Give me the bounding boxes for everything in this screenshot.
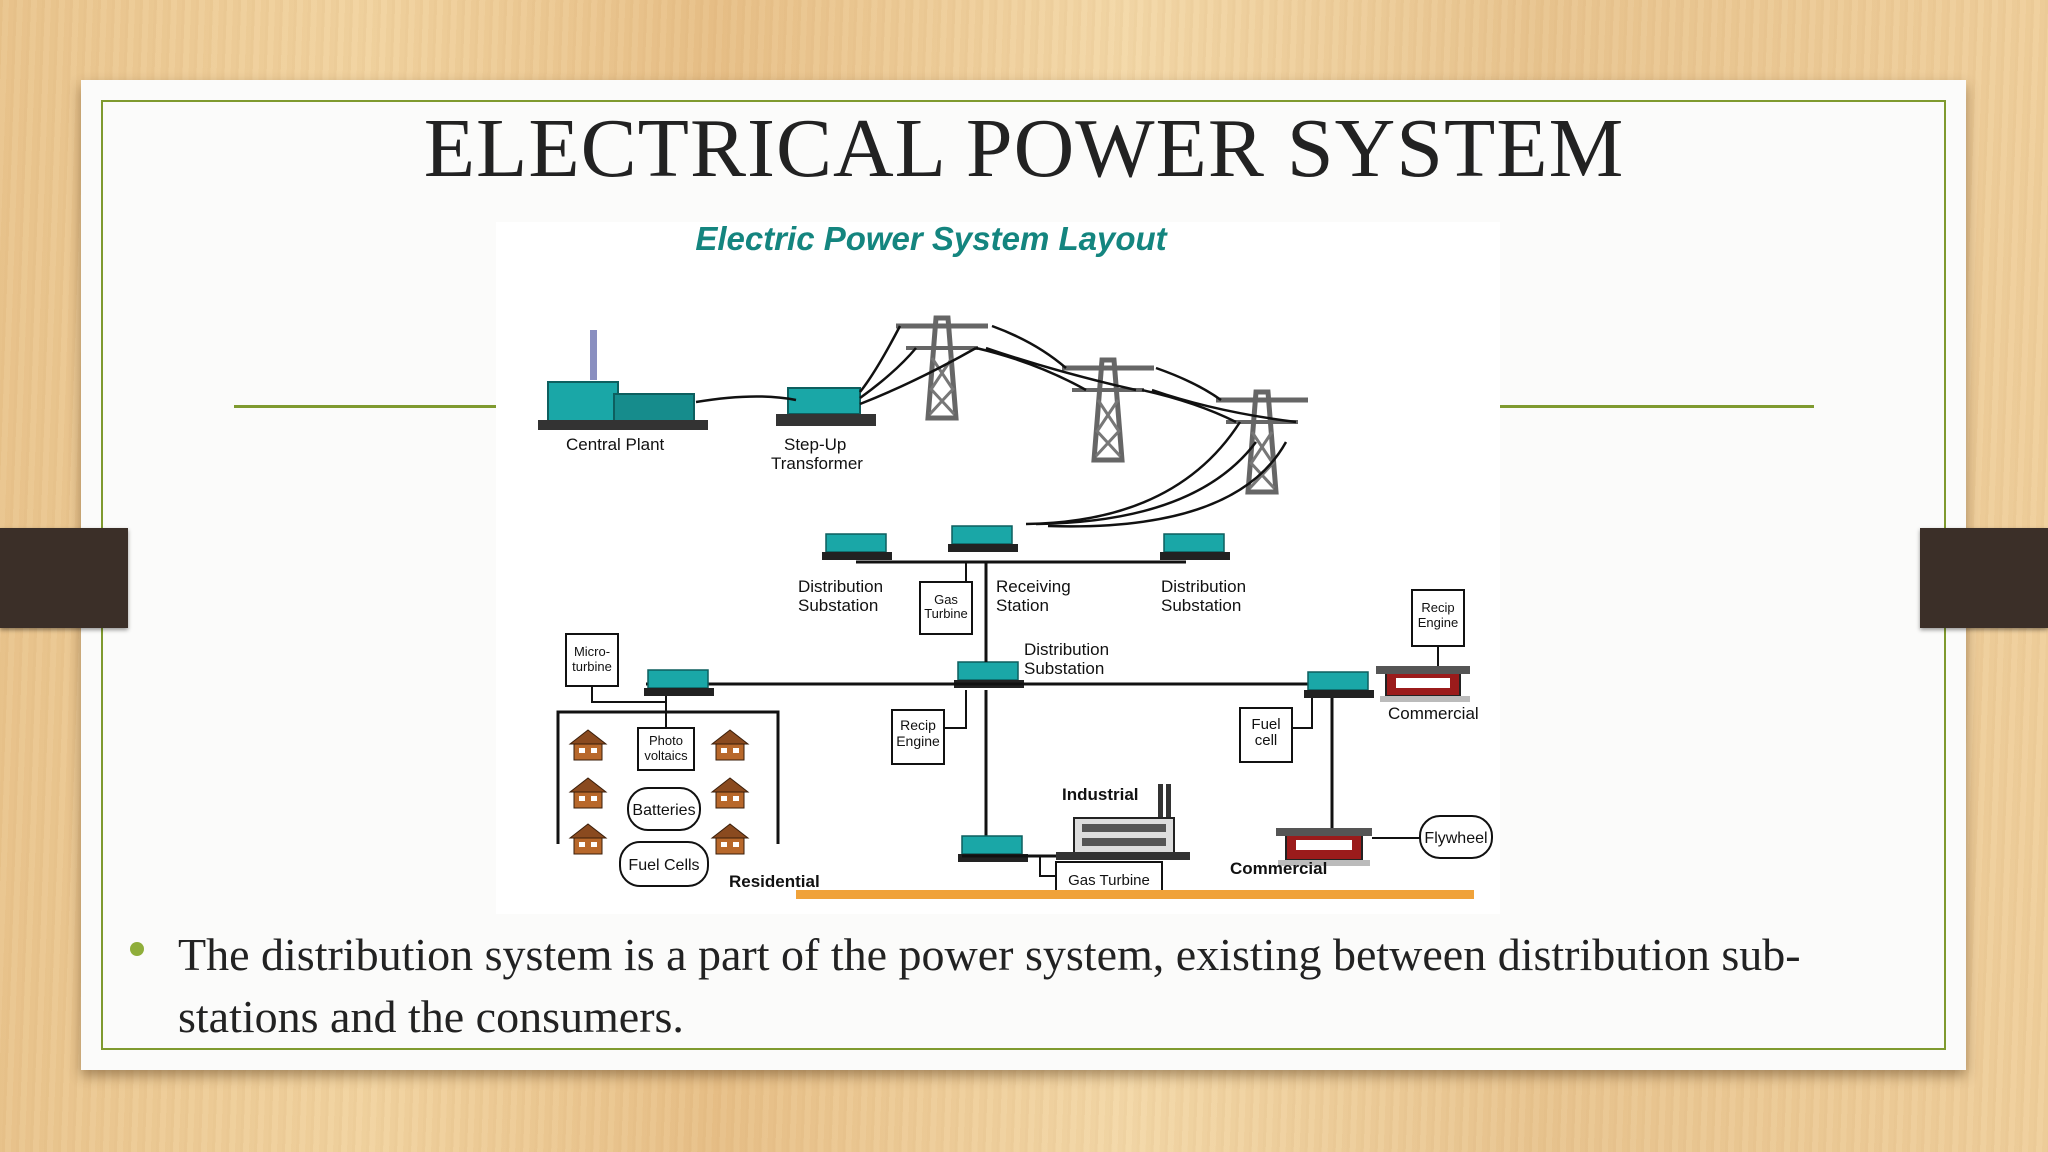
step-up-transformer-icon <box>776 387 876 426</box>
slide-title: ELECTRICAL POWER SYSTEM <box>423 102 1625 195</box>
bullet-text: The distribution system is a part of the… <box>178 929 1801 1042</box>
transmission-tower-icon <box>1216 392 1308 492</box>
microturbine-box <box>565 633 619 687</box>
recip-engine-mid-box <box>891 709 945 765</box>
recip-mid-label-1: Recip <box>900 717 936 733</box>
house-icon <box>711 729 749 761</box>
dist-sub-center-label-2: Substation <box>1024 659 1104 678</box>
fuel-cells-label: Fuel Cells <box>628 857 699 874</box>
fuel-cell-label-2: cell <box>1255 732 1278 749</box>
microturbine-label-1: Micro- <box>574 644 610 659</box>
photovoltaics-label-1: Photo <box>649 733 683 748</box>
power-system-diagram: Electric Power System Layout Central Pla… <box>496 220 1500 914</box>
house-icon <box>569 729 607 761</box>
transmission-lines <box>695 324 1297 528</box>
bullet-dot <box>130 942 144 956</box>
commercial-top-label: Commercial <box>1388 704 1479 723</box>
gas-turbine-small-box <box>919 581 973 635</box>
commercial-bottom-building-icon <box>1276 828 1372 866</box>
receiving-station-icon <box>947 525 1019 553</box>
house-icon <box>569 823 607 855</box>
receiving-label-1: Receiving <box>996 577 1071 596</box>
right-clip <box>1920 528 2048 628</box>
house-icon <box>569 777 607 809</box>
house-icon <box>711 777 749 809</box>
fuel-cell-box <box>1239 707 1293 763</box>
flywheel-label: Flywheel <box>1424 830 1487 847</box>
distribution-substation-left-icon <box>821 533 893 561</box>
dist-sub-right-label-1: Distribution <box>1161 577 1246 596</box>
recip-mid-label-2: Engine <box>896 733 940 749</box>
batteries-box <box>627 787 701 831</box>
left-clip <box>0 528 128 628</box>
industrial-substation-icon <box>957 835 1029 863</box>
residential-substation-icon <box>643 669 715 697</box>
diagram-title: Electric Power System Layout <box>695 222 1168 257</box>
gas-turbine-small-label-2: Turbine <box>924 606 968 621</box>
central-plant-icon <box>538 330 708 430</box>
distribution-substation-right-icon <box>1159 533 1231 561</box>
title-rule-left <box>234 405 496 408</box>
dist-sub-left-label-1: Distribution <box>798 577 883 596</box>
commercial-bottom-label: Commercial <box>1230 859 1327 878</box>
receiving-label-2: Station <box>996 596 1049 615</box>
recip-top-label-1: Recip <box>1421 600 1454 615</box>
batteries-label: Batteries <box>632 802 695 819</box>
industrial-label: Industrial <box>1062 785 1139 804</box>
central-plant-label: Central Plant <box>566 435 665 454</box>
fuel-cells-box <box>619 841 709 887</box>
gas-turbine-label: Gas Turbine <box>1068 872 1150 889</box>
commercial-top-building-icon <box>1376 666 1470 702</box>
title-rule-right <box>1500 405 1814 408</box>
transmission-tower-icon <box>896 318 988 418</box>
dist-sub-center-label-1: Distribution <box>1024 640 1109 659</box>
ground-line <box>796 890 1474 899</box>
photovoltaics-label-2: voltaics <box>644 748 688 763</box>
residential-label: Residential <box>729 872 820 891</box>
photovoltaics-box <box>637 727 695 771</box>
dist-sub-left-label-2: Substation <box>798 596 878 615</box>
right-substation-icon <box>1303 671 1375 699</box>
dist-sub-right-label-2: Substation <box>1161 596 1241 615</box>
industrial-factory-icon <box>1056 784 1190 860</box>
step-up-label-2: Transformer <box>771 454 863 473</box>
fuel-cell-label-1: Fuel <box>1251 716 1280 733</box>
step-up-label-1: Step-Up <box>784 435 846 454</box>
recip-engine-top-box <box>1411 589 1465 647</box>
house-icon <box>711 823 749 855</box>
recip-top-label-2: Engine <box>1418 615 1458 630</box>
gas-turbine-small-label-1: Gas <box>934 592 958 607</box>
microturbine-label-2: turbine <box>572 659 612 674</box>
residential-enclosure <box>556 710 780 844</box>
